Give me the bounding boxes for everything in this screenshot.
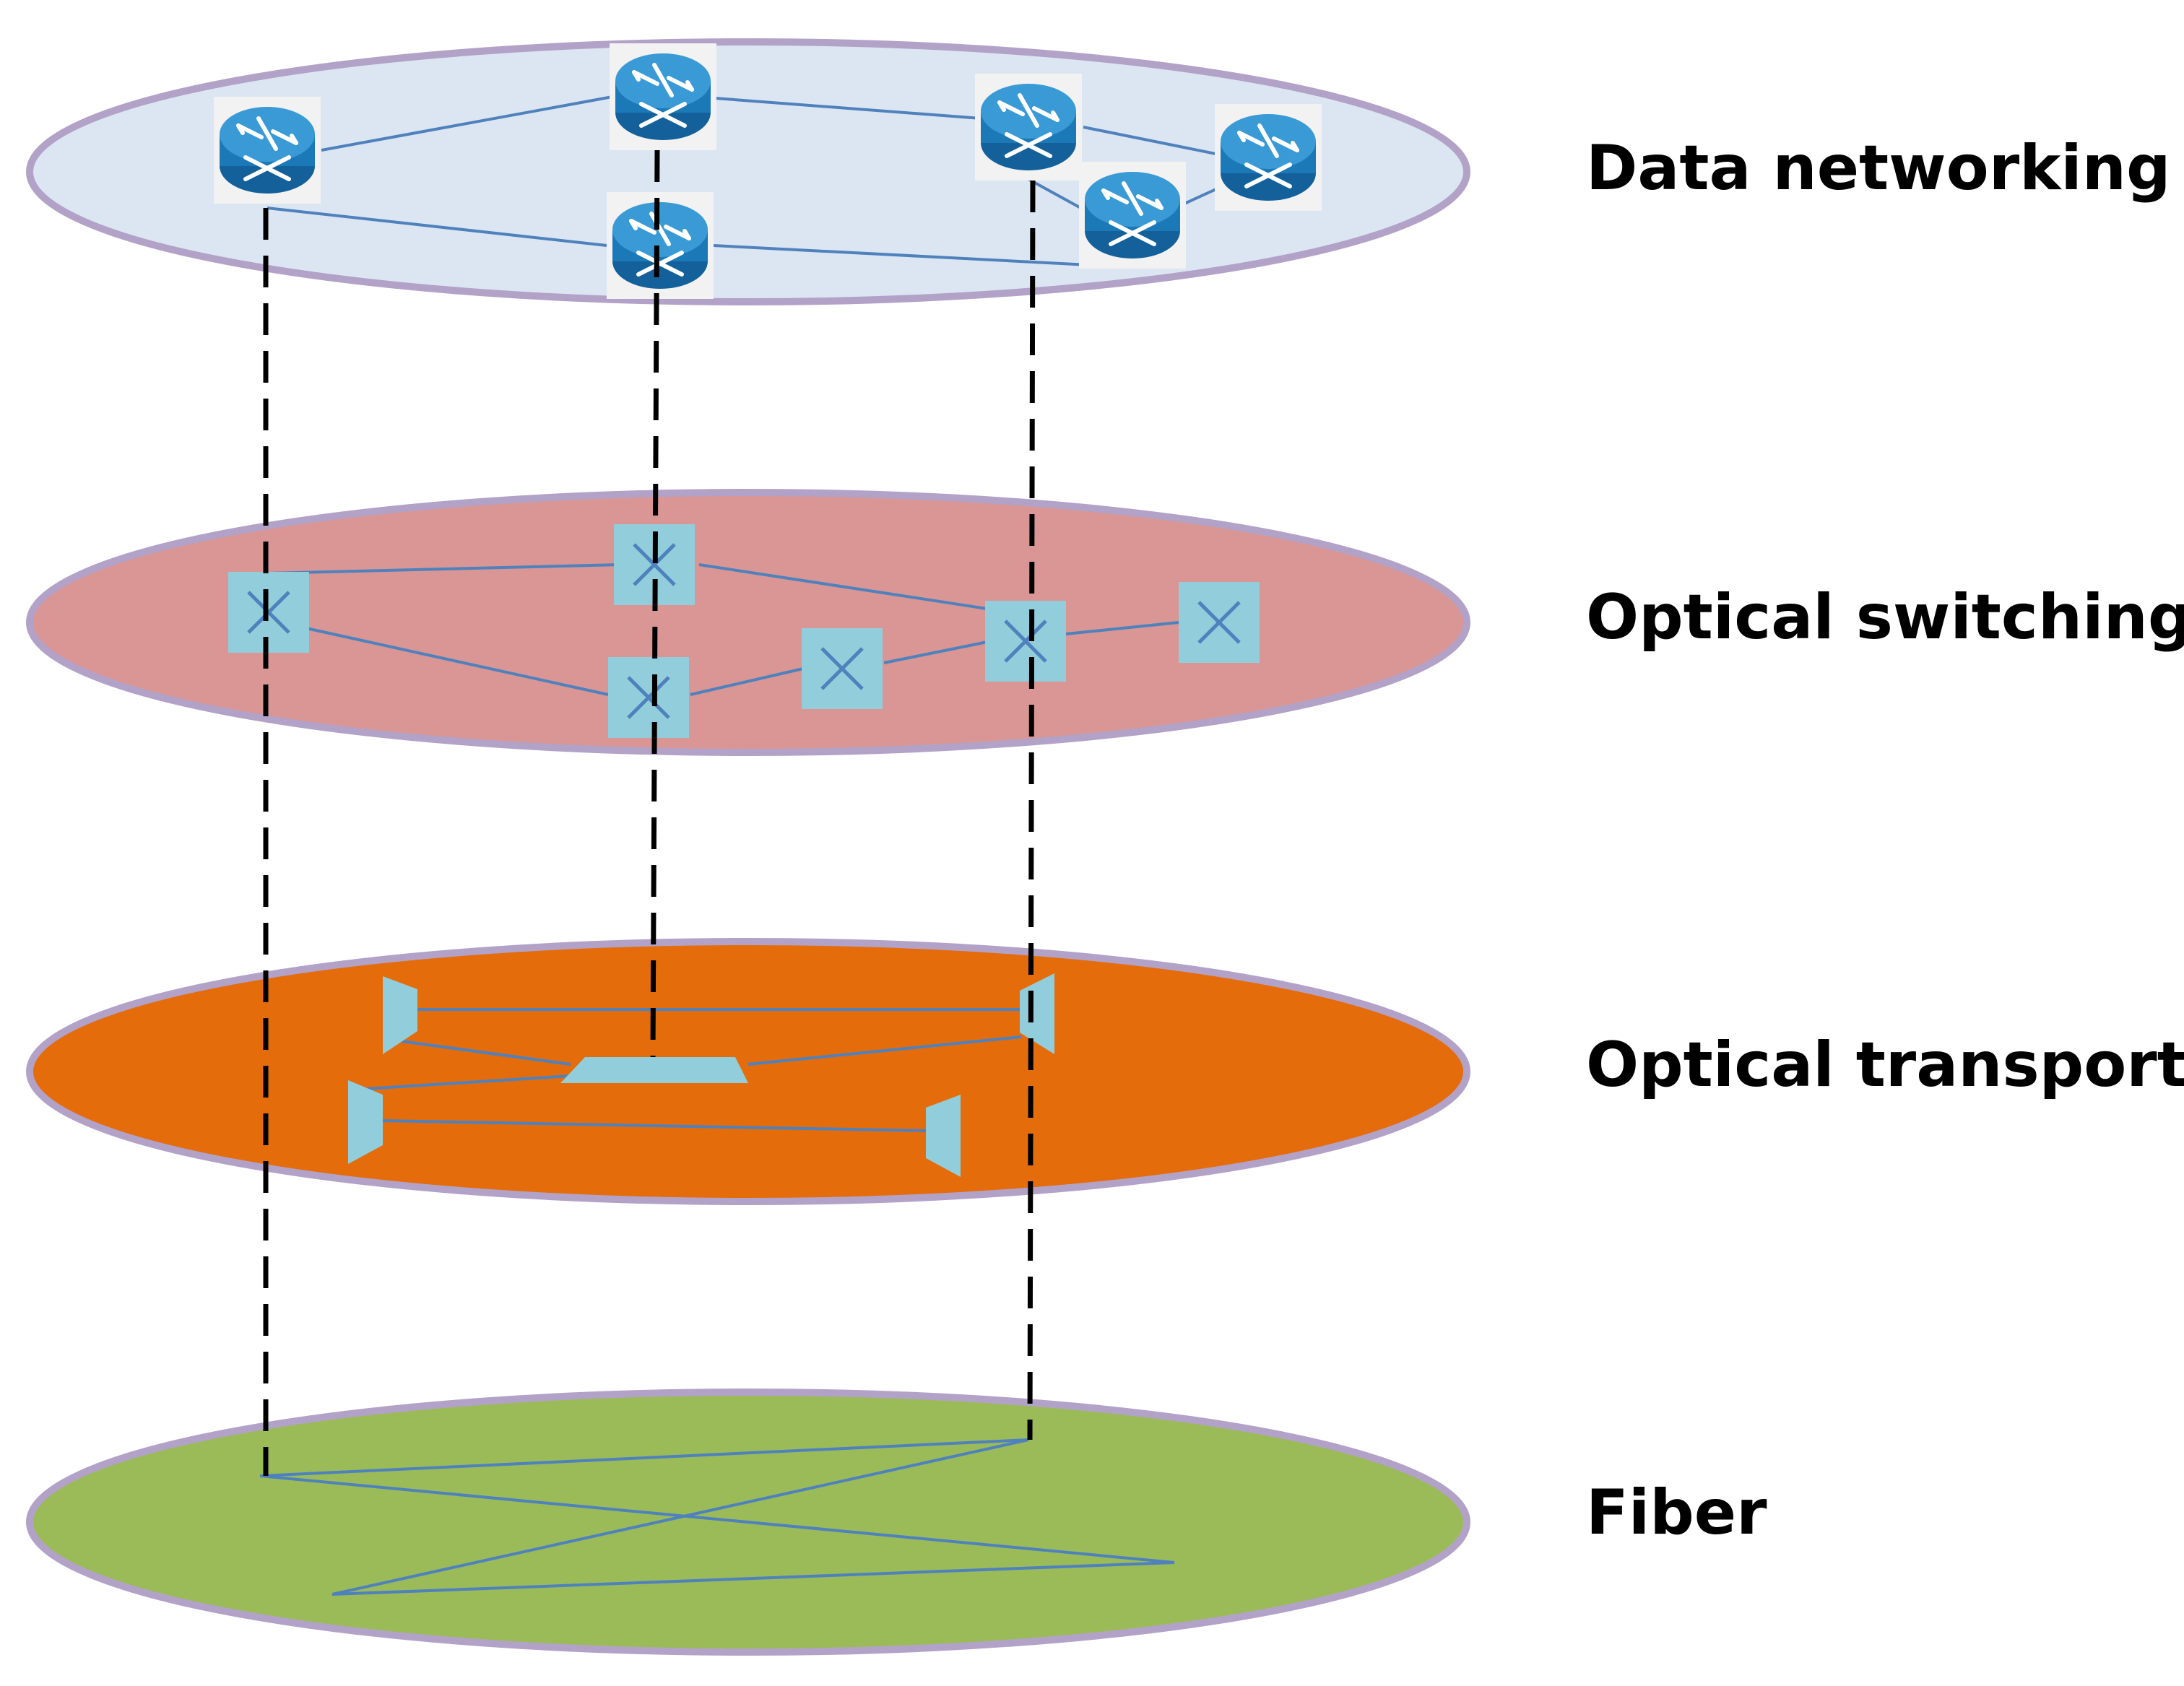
router-icon <box>975 74 1082 181</box>
link <box>266 207 607 247</box>
layer-optical-transport-ellipse <box>26 938 1470 1205</box>
layer-label-fiber: Fiber <box>1586 1477 1767 1549</box>
fiber-links <box>259 1438 1175 1596</box>
link <box>365 1074 571 1090</box>
link <box>714 97 982 120</box>
link <box>883 640 992 664</box>
link <box>690 667 804 696</box>
link <box>713 244 1132 269</box>
link <box>332 1438 1029 1596</box>
mux-icon <box>383 976 417 1054</box>
mux-icon <box>926 1095 961 1177</box>
layer-label-data-networking: Data networking <box>1586 132 2171 204</box>
cross-connect-icon <box>802 628 883 709</box>
router-icon <box>607 192 714 299</box>
link <box>1083 126 1234 159</box>
mux-icon <box>560 1057 748 1083</box>
router-icon <box>610 43 716 150</box>
cross-connect-icon <box>228 572 309 653</box>
link <box>379 1119 927 1132</box>
link <box>321 95 613 152</box>
dashed-link <box>1027 180 1036 1441</box>
link <box>401 1040 571 1066</box>
link <box>306 627 609 696</box>
cross-connect-icon <box>985 601 1066 682</box>
link <box>259 1474 1175 1564</box>
router-icon <box>1079 162 1186 269</box>
mux-icon <box>348 1080 383 1164</box>
dashed-link <box>650 149 660 1058</box>
layer-label-optical-transport: Optical transport <box>1586 1029 2184 1101</box>
link <box>332 1561 1175 1596</box>
link <box>268 563 622 575</box>
link <box>748 1035 1022 1066</box>
layer-optical-switching-ellipse <box>26 489 1470 756</box>
inter-layer-dashed-links <box>263 149 1036 1476</box>
optical-transport-links <box>365 1008 1022 1132</box>
cross-connect-icon <box>608 657 689 738</box>
link <box>259 1438 1029 1477</box>
optical-switching-links <box>268 563 1179 696</box>
layer-label-optical-switching: Optical switching <box>1586 581 2184 653</box>
link <box>698 563 1020 615</box>
link <box>1065 621 1179 635</box>
router-icon <box>1215 104 1322 211</box>
router-icon <box>214 97 321 204</box>
cross-connect-icon <box>1179 582 1260 663</box>
